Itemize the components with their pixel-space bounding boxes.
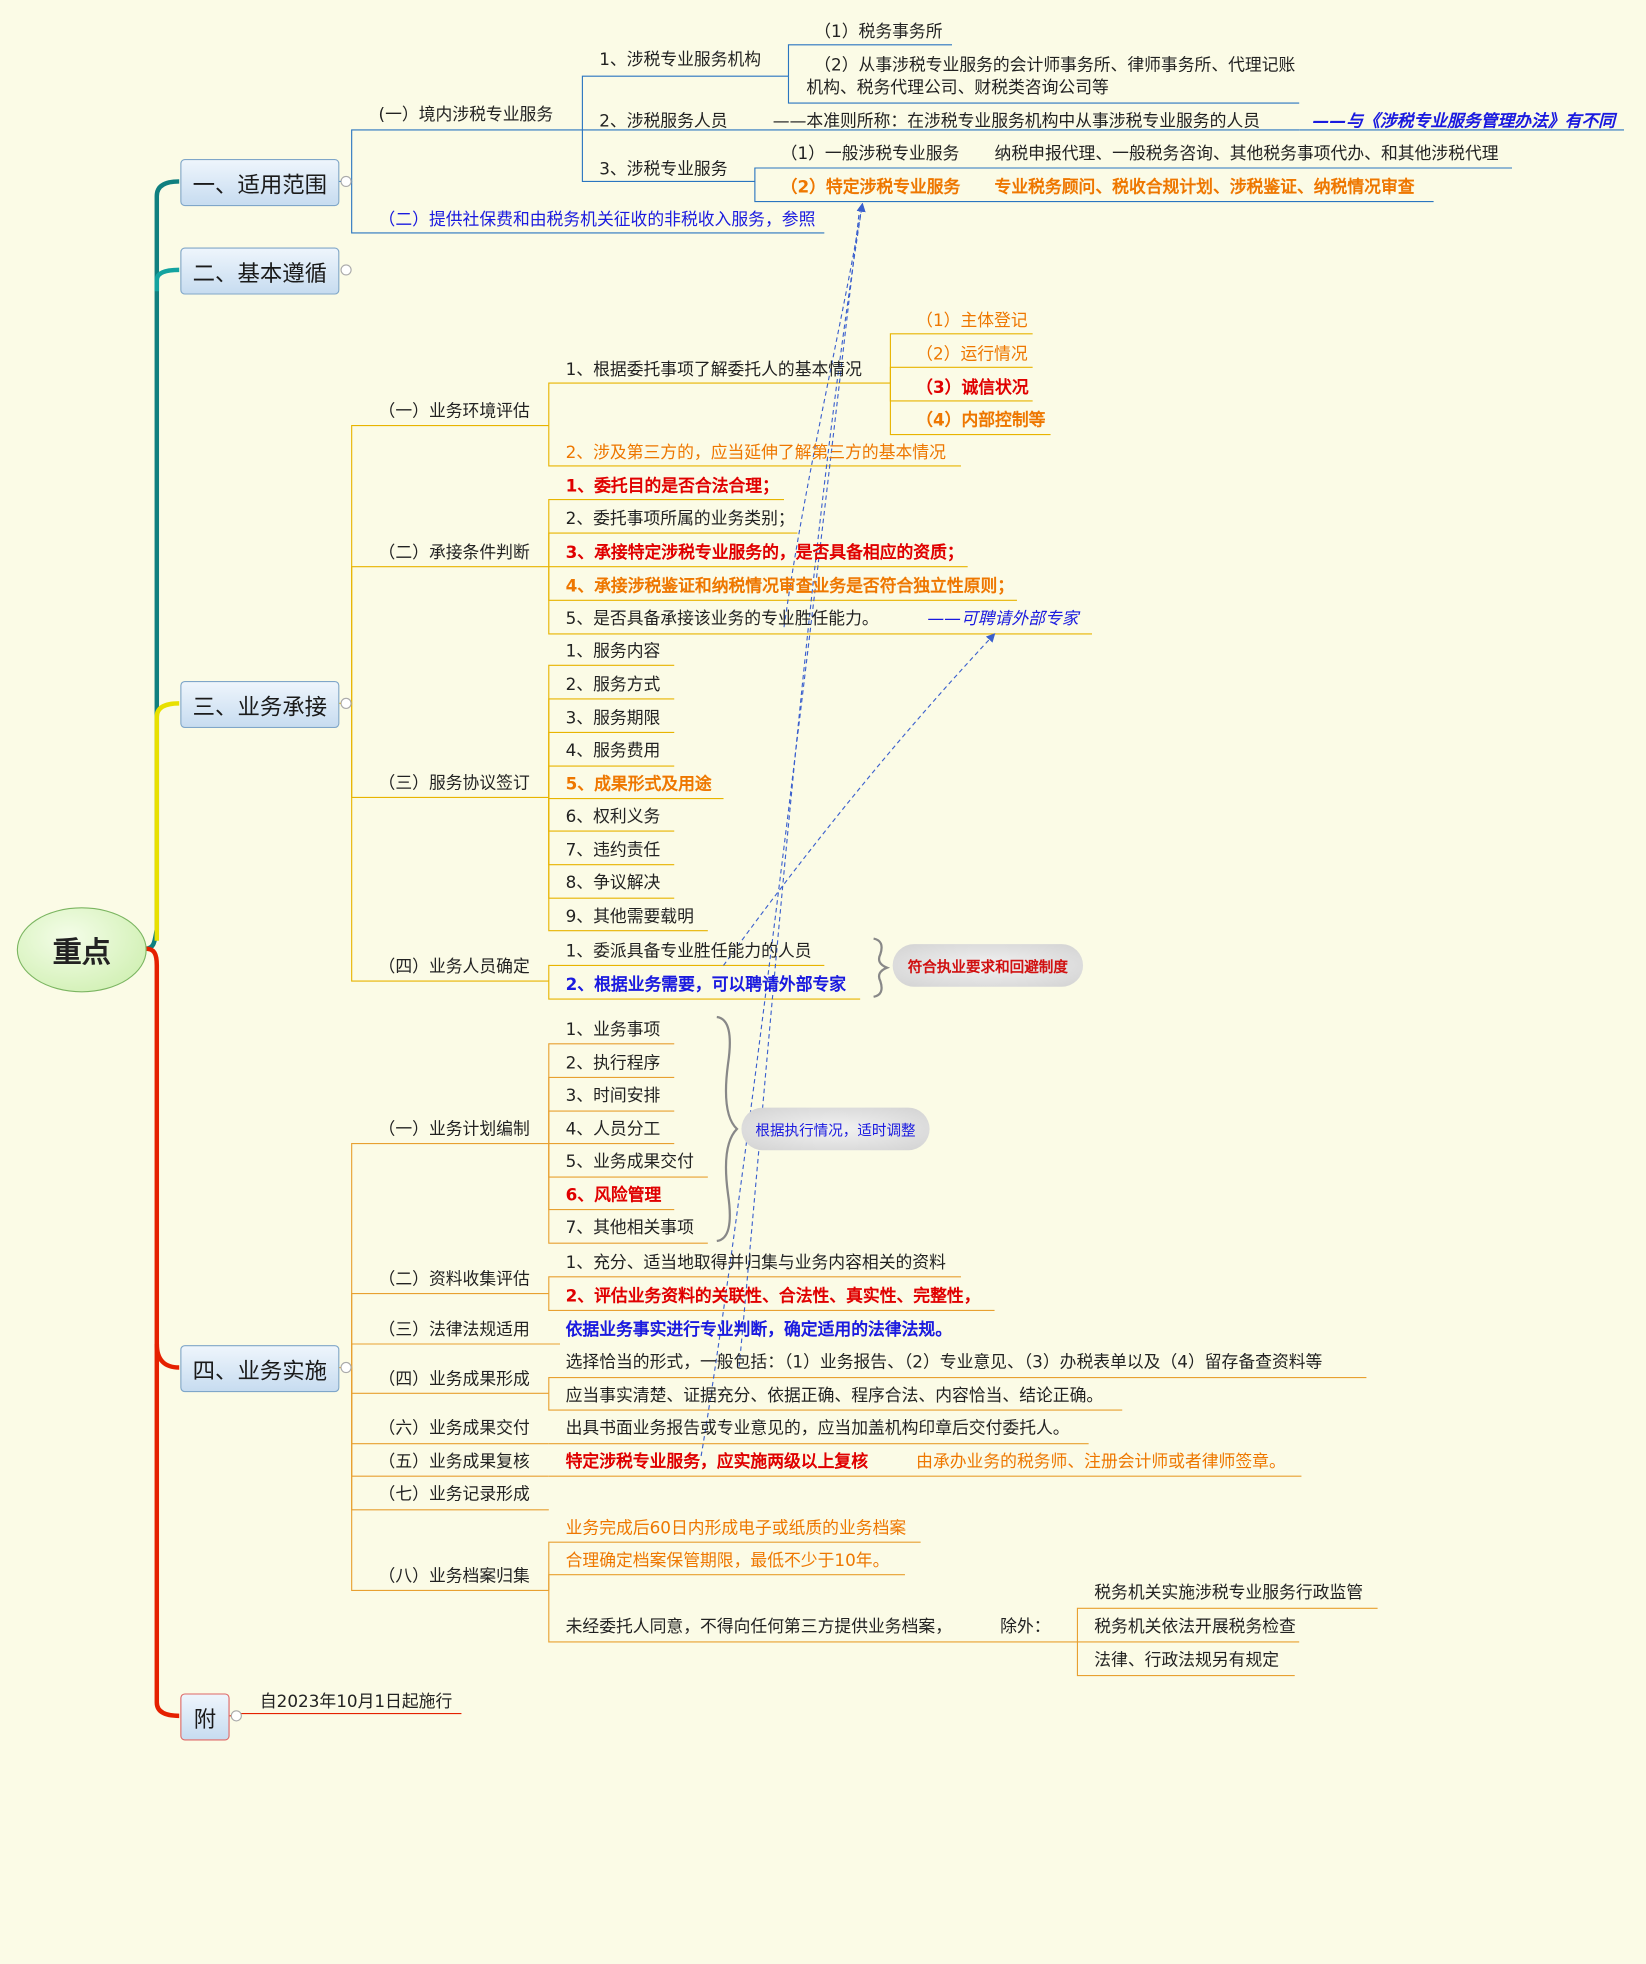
node-check-1[interactable]: 1、委托目的是否合法合理； xyxy=(565,476,779,497)
node-result-form-2[interactable]: 应当事实清楚、证据充分、依据正确、程序合法、内容恰当、结论正确。 xyxy=(565,1385,1104,1406)
node-plan-3[interactable]: 3、时间安排 xyxy=(565,1085,661,1106)
node-agreement-5[interactable]: 5、成果形式及用途 xyxy=(565,773,712,795)
node-agreement-7[interactable]: 7、违约责任 xyxy=(565,840,661,861)
node-client-info[interactable]: 1、根据委托事项了解委托人的基本情况 xyxy=(565,359,862,380)
node-plan-5[interactable]: 5、业务成果交付 xyxy=(565,1151,694,1172)
node-result-review-note[interactable]: 由承办业务的税务师、注册会计师或者律师签章。 xyxy=(916,1451,1286,1472)
node-effective-date[interactable]: 自2023年10月1日起施行 xyxy=(259,1691,453,1712)
section-appendix[interactable]: 附 xyxy=(180,1693,230,1741)
node-agreement-2[interactable]: 2、服务方式 xyxy=(565,674,661,695)
root-topic[interactable]: 重点 xyxy=(16,907,147,993)
node-social-insurance[interactable]: （二）提供社保费和由税务机关征收的非税收入服务，参照 xyxy=(378,209,816,230)
node-check-5-note[interactable]: ——可聘请外部专家 xyxy=(927,608,1079,629)
node-except-1[interactable]: 税务机关实施涉税专业服务行政监管 xyxy=(1094,1582,1364,1603)
node-archive-except[interactable]: 除外： xyxy=(1000,1616,1051,1637)
node-data-2[interactable]: 2、评估业务资料的关联性、合法性、真实性、完整性， xyxy=(565,1285,981,1306)
node-client-info-3[interactable]: （3）诚信状况 xyxy=(916,377,1029,398)
node-service-org[interactable]: 1、涉税专业服务机构 xyxy=(599,49,762,70)
node-agreement[interactable]: （三）服务协议签订 xyxy=(378,772,530,793)
collapse-toggle-icon[interactable] xyxy=(340,175,352,188)
section-implementation[interactable]: 四、业务实施 xyxy=(180,1345,340,1393)
expand-toggle-icon[interactable] xyxy=(340,264,352,276)
node-other-firms-line1[interactable]: （2）从事涉税专业服务的会计师事务所、律师事务所、代理记账 xyxy=(814,54,1296,76)
node-staff-note[interactable]: ——与《涉税专业服务管理办法》有不同 xyxy=(1312,110,1616,132)
node-law[interactable]: （三）法律法规适用 xyxy=(378,1319,530,1340)
node-result-form[interactable]: （四）业务成果形成 xyxy=(378,1368,530,1389)
node-third-party[interactable]: 2、涉及第三方的，应当延伸了解第三方的基本情况 xyxy=(565,442,946,463)
node-record[interactable]: （七）业务记录形成 xyxy=(378,1484,530,1505)
callout-adjust[interactable]: 根据执行情况，适时调整 xyxy=(741,1107,930,1151)
node-plan-7[interactable]: 7、其他相关事项 xyxy=(565,1217,694,1238)
node-specific-service-desc[interactable]: 专业税务顾问、税收合规计划、涉税鉴证、纳税情况审查 xyxy=(994,176,1415,198)
node-data-1[interactable]: 1、充分、适当地取得并归集与业务内容相关的资料 xyxy=(565,1252,946,1273)
node-check-5[interactable]: 5、是否具备承接该业务的专业胜任能力。 xyxy=(565,608,879,629)
node-result-review-text[interactable]: 特定涉税专业服务，应实施两级以上复核 xyxy=(565,1451,869,1472)
section-acceptance[interactable]: 三、业务承接 xyxy=(180,680,340,728)
node-plan-4[interactable]: 4、人员分工 xyxy=(565,1118,661,1140)
node-plan-6[interactable]: 6、风险管理 xyxy=(565,1184,662,1206)
node-check-2[interactable]: 2、委托事项所属的业务类别； xyxy=(565,508,795,529)
node-result-delivery[interactable]: （六）业务成果交付 xyxy=(378,1417,530,1439)
node-general-service-desc[interactable]: 纳税申报代理、一般税务咨询、其他税务事项代办、和其他涉税代理 xyxy=(994,143,1499,164)
node-result-delivery-text[interactable]: 出具书面业务报告或专业意见的，应当加盖机构印章后交付委托人。 xyxy=(565,1417,1070,1439)
node-professional-service[interactable]: 3、涉税专业服务 xyxy=(599,159,728,180)
node-law-text[interactable]: 依据业务事实进行专业判断，确定适用的法律法规。 xyxy=(565,1319,953,1340)
node-check-4[interactable]: 4、承接涉税鉴证和纳税情况审查业务是否符合独立性原则； xyxy=(565,575,1015,596)
node-archive-1[interactable]: 业务完成后60日内形成电子或纸质的业务档案 xyxy=(565,1517,907,1538)
callout-compliance[interactable]: 符合执业要求和回避制度 xyxy=(892,944,1084,987)
node-result-form-1[interactable]: 选择恰当的形式，一般包括：（1）业务报告、（2）专业意见、（3）办税表单以及（4… xyxy=(565,1351,1323,1372)
node-check-3[interactable]: 3、承接特定涉税专业服务的，是否具备相应的资质； xyxy=(565,542,964,563)
node-domestic-service[interactable]: (一）境内涉税专业服务 xyxy=(378,104,554,125)
node-acceptance-check[interactable]: （二）承接条件判断 xyxy=(378,542,530,563)
node-general-service[interactable]: （1）一般涉税专业服务 xyxy=(780,143,960,164)
collapse-toggle-icon[interactable] xyxy=(340,697,352,709)
node-plan-1[interactable]: 1、业务事项 xyxy=(565,1019,661,1040)
node-client-info-2[interactable]: （2）运行情况 xyxy=(916,343,1028,364)
node-archive-2[interactable]: 合理确定档案保管期限，最低不少于10年。 xyxy=(565,1550,890,1571)
node-staff-2[interactable]: 2、根据业务需要，可以聘请外部专家 xyxy=(565,974,847,995)
node-agreement-4[interactable]: 4、服务费用 xyxy=(565,740,661,761)
node-specific-service[interactable]: （2）特定涉税专业服务 xyxy=(780,176,961,198)
collapse-toggle-icon[interactable] xyxy=(340,1361,352,1374)
node-plan[interactable]: （一）业务计划编制 xyxy=(378,1118,530,1140)
node-archive[interactable]: （八）业务档案归集 xyxy=(378,1565,530,1586)
node-except-2[interactable]: 税务机关依法开展税务检查 xyxy=(1094,1616,1296,1637)
node-result-review[interactable]: （五）业务成果复核 xyxy=(378,1451,530,1472)
node-agreement-1[interactable]: 1、服务内容 xyxy=(565,640,661,661)
node-service-staff[interactable]: 2、涉税服务人员 xyxy=(599,110,728,132)
node-plan-2[interactable]: 2、执行程序 xyxy=(565,1052,661,1073)
node-agreement-9[interactable]: 9、其他需要载明 xyxy=(565,906,694,927)
section-basic[interactable]: 二、基本遵循 xyxy=(180,247,340,295)
node-agreement-8[interactable]: 8、争议解决 xyxy=(565,872,661,893)
node-except-3[interactable]: 法律、行政法规另有规定 xyxy=(1094,1649,1280,1670)
node-client-info-1[interactable]: （1）主体登记 xyxy=(916,310,1028,331)
node-staff-assignment[interactable]: （四）业务人员确定 xyxy=(378,956,530,977)
node-client-info-4[interactable]: （4）内部控制等 xyxy=(916,409,1046,431)
node-agreement-3[interactable]: 3、服务期限 xyxy=(565,707,661,728)
node-archive-3[interactable]: 未经委托人同意，不得向任何第三方提供业务档案， xyxy=(565,1616,953,1637)
node-data-collection[interactable]: （二）资料收集评估 xyxy=(378,1268,530,1290)
node-other-firms-line2: 机构、税务代理公司、财税类咨询公司等 xyxy=(806,77,1109,98)
node-agreement-6[interactable]: 6、权利义务 xyxy=(565,806,661,827)
node-staff-definition[interactable]: ——本准则所称：在涉税专业服务机构中从事涉税专业服务的人员 xyxy=(772,110,1261,132)
section-scope[interactable]: 一、适用范围 xyxy=(180,159,340,207)
collapse-toggle-icon[interactable] xyxy=(230,1710,242,1722)
node-tax-firm[interactable]: （1）税务事务所 xyxy=(814,21,943,42)
node-staff-1[interactable]: 1、委派具备专业胜任能力的人员 xyxy=(565,940,812,961)
node-env-assessment[interactable]: （一）业务环境评估 xyxy=(378,400,530,422)
